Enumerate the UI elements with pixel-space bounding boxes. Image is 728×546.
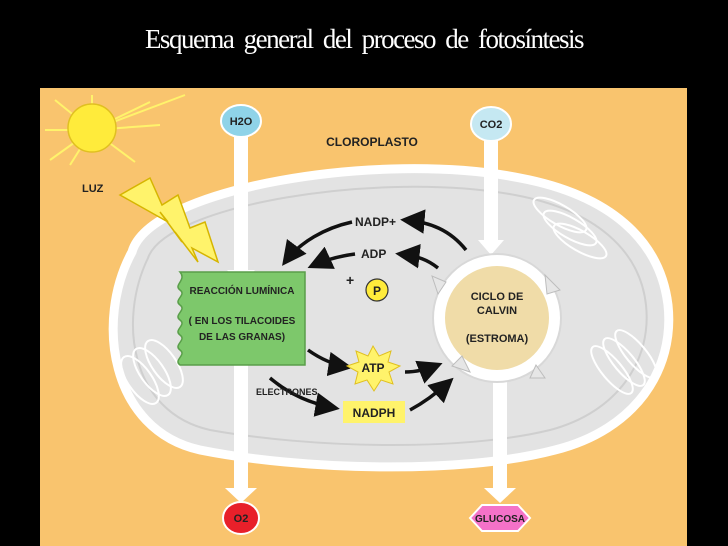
grana-stack: [532, 196, 608, 260]
nadph-to-calvin-arrow: [409, 377, 454, 412]
electrons-label: ELECTRONES: [256, 387, 318, 397]
co2-pipe: [484, 140, 498, 240]
glucose-output: [468, 504, 532, 532]
calvin-line-3: (ESTROMA): [466, 333, 529, 345]
adp-label: ADP: [361, 247, 386, 261]
water-input: [220, 104, 262, 138]
oxygen-label: O2: [234, 513, 249, 525]
light-reaction-box: [177, 271, 306, 366]
water-pipe: [234, 135, 248, 270]
phosphate-label: P: [373, 284, 381, 298]
oxygen-output: [222, 501, 260, 535]
co2-label: CO2: [480, 119, 503, 131]
plus-sign: +: [346, 272, 354, 288]
chloroplast-membrane: [108, 164, 674, 472]
sun-icon: [45, 94, 186, 166]
atp-to-calvin-arrow: [404, 360, 443, 384]
atp-label: ATP: [361, 361, 384, 375]
light-reaction-title: REACCIÓN LUMÍNICA: [190, 284, 295, 297]
slide-title: Esquema general del proceso de fotosínte…: [144, 24, 585, 54]
co2-pipe-arrowhead: [478, 240, 504, 255]
adp-to-light-arrow: [307, 246, 356, 269]
lightning-bolt-icon: [118, 176, 220, 264]
nadp-to-light-arrow: [282, 220, 353, 266]
adp-return-arrow: [395, 243, 440, 270]
co2-input: [470, 106, 512, 142]
grana-stack: [120, 339, 184, 405]
glucose-pipe-arrowhead: [484, 488, 516, 503]
glucose-label: GLUCOSA: [475, 514, 525, 525]
grana-stack: [590, 329, 658, 395]
calvin-line-1: CICLO DE: [471, 291, 524, 303]
atp-arrow: [306, 348, 353, 377]
light-reaction-location: ( EN LOS TILACOIDES: [189, 316, 296, 327]
chloroplast-label: CLOROPLASTO: [326, 135, 418, 149]
light-reaction-location-2: DE LAS GRANAS): [199, 332, 285, 343]
phosphate-badge: [365, 278, 389, 302]
oxygen-pipe: [234, 365, 248, 490]
nadp-label: NADP+: [355, 215, 396, 229]
sun-label: LUZ: [82, 183, 104, 195]
nadp-return-arrow: [400, 209, 468, 252]
nadph-label: NADPH: [353, 406, 396, 420]
calvin-cycle-arrow-icon: [431, 273, 561, 379]
calvin-cycle-core: [445, 266, 549, 370]
calvin-line-2: CALVIN: [477, 305, 517, 317]
oxygen-pipe-arrowhead: [225, 488, 257, 503]
nadph-badge: [343, 401, 405, 423]
water-label: H2O: [230, 116, 253, 128]
atp-burst: [345, 344, 402, 392]
glucose-pipe: [493, 380, 507, 490]
electron-arrow: [268, 376, 340, 417]
